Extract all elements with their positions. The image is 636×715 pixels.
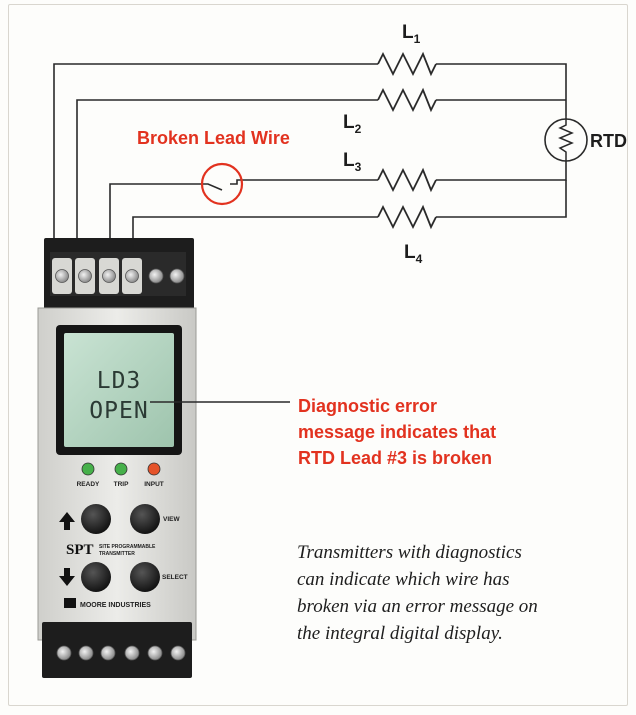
broken-lead-label: Broken Lead Wire (137, 128, 290, 148)
lcd-line-2: OPEN (89, 398, 148, 424)
resistors (377, 51, 437, 230)
transmitter-device: LD3 OPEN READY TRIP INPUT VIEW SPT SITE … (37, 238, 197, 678)
status-leds: READY TRIP INPUT (77, 462, 164, 488)
brand-spt: SPT (66, 542, 94, 558)
moore-logo-icon (64, 598, 76, 608)
terminal-screws-bottom (56, 645, 186, 661)
resistor-l2 (377, 87, 437, 113)
led-input-label: INPUT (144, 481, 164, 488)
caption-line-1: Transmitters with diagnostics (297, 542, 522, 563)
callout-line-2: message indicates that (298, 422, 496, 442)
rtd-label: RTD (590, 131, 627, 151)
label-l2: L2 (343, 112, 362, 136)
down-button[interactable] (81, 562, 111, 592)
view-button[interactable] (130, 504, 160, 534)
resistor-l4 (377, 204, 437, 230)
caption-line-3: broken via an error message on (297, 596, 538, 617)
caption-line-4: the integral digital display. (297, 623, 503, 644)
resistor-l1 (377, 51, 437, 77)
resistor-l3 (377, 167, 437, 193)
label-l4: L4 (404, 242, 423, 266)
lead-wire-2 (76, 99, 566, 238)
lcd-line-1: LD3 (97, 368, 142, 394)
brand-sub-1: SITE PROGRAMMABLE (99, 544, 156, 550)
label-l3: L3 (343, 150, 362, 174)
select-button-label: SELECT (162, 574, 188, 581)
led-trip (114, 462, 128, 476)
maker-label: MOORE INDUSTRIES (80, 602, 151, 609)
brand-sub-2: TRANSMITTER (99, 551, 135, 557)
caption-line-2: can indicate which wire has (297, 569, 510, 590)
rtd-element (544, 116, 588, 162)
callout-line-3: RTD Lead #3 is broken (298, 448, 492, 468)
up-button[interactable] (81, 504, 111, 534)
lcd-screen (64, 333, 174, 447)
lead-wire-1 (53, 63, 567, 238)
label-l1: L1 (402, 22, 421, 46)
arrow-up-icon (59, 512, 75, 530)
led-ready-label: READY (77, 481, 100, 488)
select-button[interactable] (130, 562, 160, 592)
arrow-down-icon (59, 568, 75, 586)
led-ready (81, 462, 95, 476)
lead-wires (53, 63, 567, 238)
lead-wire-3 (109, 160, 567, 238)
lead-wire-4 (132, 180, 567, 238)
broken-wire-circle (200, 162, 244, 206)
terminal-screws-top (52, 258, 185, 294)
view-button-label: VIEW (163, 516, 180, 523)
callout-line-1: Diagnostic error (298, 396, 437, 416)
led-input (147, 462, 161, 476)
figure-frame (8, 4, 628, 706)
led-trip-label: TRIP (114, 481, 129, 488)
